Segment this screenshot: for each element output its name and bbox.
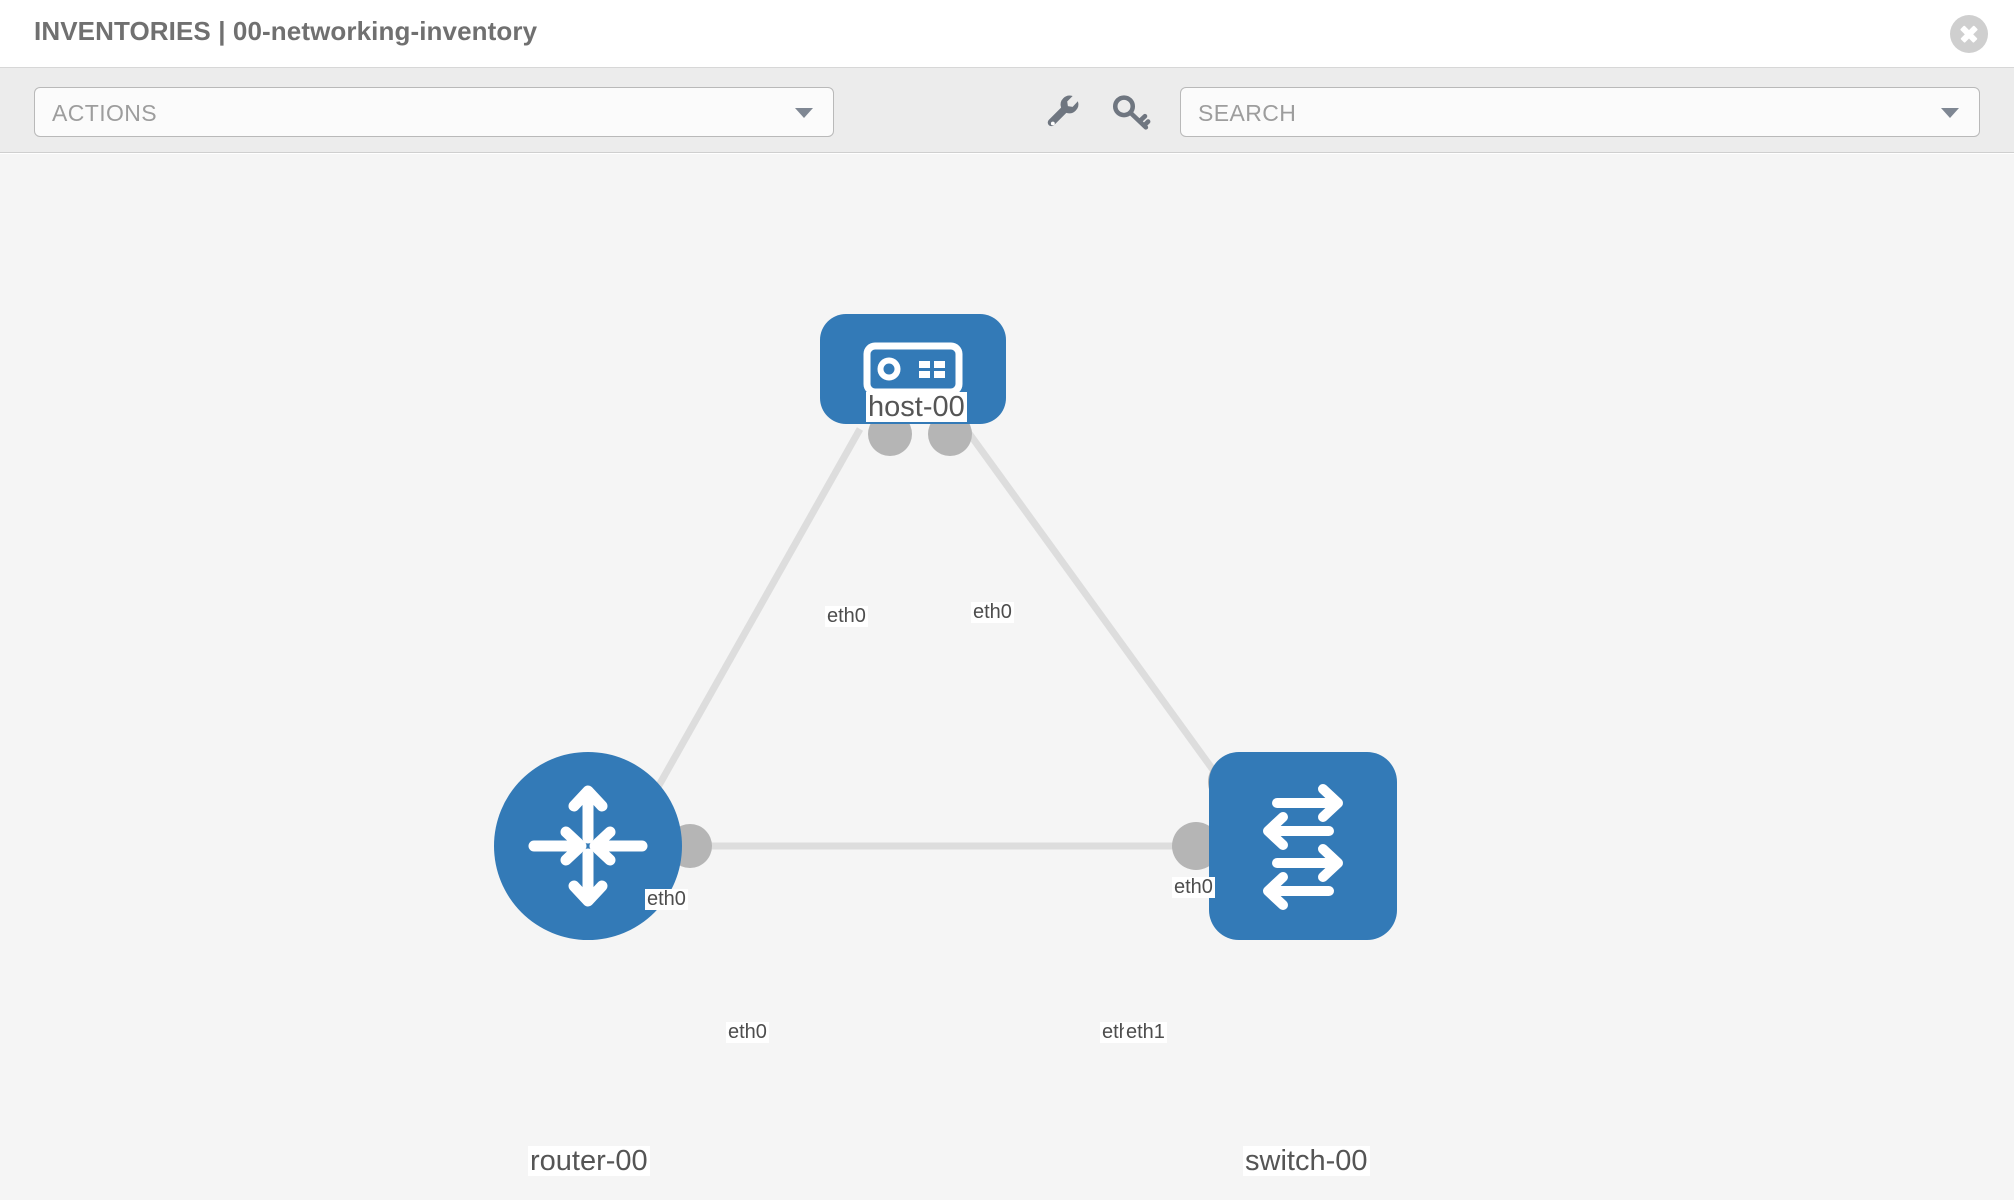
link-host-switch[interactable] — [963, 426, 1248, 817]
node-label-switch-00: switch-00 — [1243, 1145, 1370, 1177]
node-label-host-00: host-00 — [866, 391, 967, 423]
wrench-icon[interactable] — [1042, 92, 1084, 134]
search-input[interactable]: SEARCH — [1180, 87, 1980, 137]
chevron-down-icon — [1941, 108, 1959, 118]
interface-label: eth1 — [1124, 1021, 1167, 1043]
topology-graph — [494, 314, 1397, 940]
close-icon[interactable] — [1950, 15, 1988, 53]
page-title: INVENTORIES | 00-networking-inventory — [34, 16, 538, 46]
interface-label: eth0 — [1172, 876, 1215, 898]
actions-dropdown[interactable]: ACTIONS — [34, 87, 834, 137]
actions-dropdown-label: ACTIONS — [52, 100, 158, 126]
interface-label: eth0 — [971, 601, 1014, 623]
interface-label: eth0 — [726, 1021, 769, 1043]
search-placeholder: SEARCH — [1198, 100, 1297, 126]
connector-dot[interactable] — [1172, 822, 1220, 870]
topology-canvas[interactable]: host-00 router-00 switch-00 eth0 eth0 et… — [0, 154, 2014, 1200]
toolbar: ACTIONS SEARCH — [0, 68, 2014, 153]
chevron-down-icon — [795, 108, 813, 118]
topology-links — [636, 426, 1248, 850]
topology-connectors — [668, 412, 1260, 870]
node-router-00[interactable] — [494, 752, 682, 940]
key-icon[interactable] — [1110, 92, 1152, 134]
interface-label: eth0 — [645, 888, 688, 910]
node-switch-00[interactable] — [1209, 752, 1397, 940]
interface-label: eth0 — [825, 605, 868, 627]
node-label-router-00: router-00 — [528, 1145, 650, 1177]
link-host-router[interactable] — [636, 427, 864, 821]
page-header: INVENTORIES | 00-networking-inventory — [0, 0, 2014, 68]
